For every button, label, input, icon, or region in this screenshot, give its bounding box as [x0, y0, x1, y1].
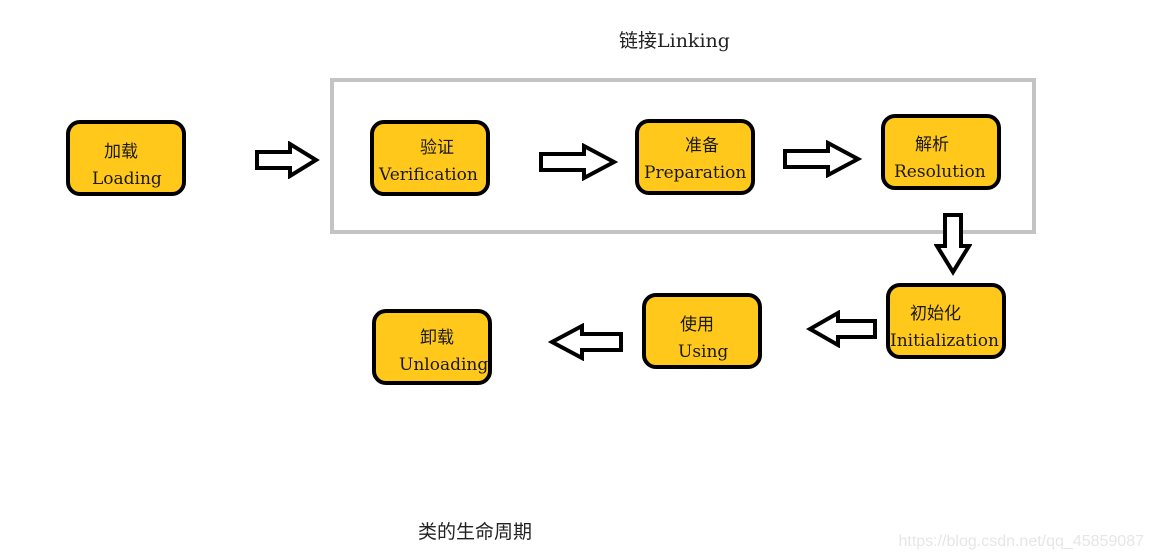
arrow-left-icon: [548, 323, 623, 361]
node-initialization: 初始化 Initialization: [886, 283, 1006, 359]
node-loading-en-label: Loading: [92, 169, 162, 189]
diagram-caption: 类的生命周期: [418, 521, 533, 543]
node-preparation-en-label: Preparation: [644, 163, 747, 183]
node-using-cn-label: 使用: [680, 315, 714, 335]
node-loading: 加载 Loading: [66, 120, 186, 196]
node-preparation: 准备 Preparation: [635, 119, 755, 195]
arrow-right-icon: [539, 143, 618, 181]
node-resolution: 解析 Resolution: [881, 114, 1001, 190]
node-using-en-label: Using: [678, 342, 729, 362]
linking-group-box: [330, 78, 1036, 234]
node-verification-en-label: Verification: [379, 165, 478, 185]
node-resolution-cn-label: 解析: [915, 135, 949, 155]
node-unloading-cn-label: 卸载: [420, 328, 454, 348]
watermark-text: https://blog.csdn.net/qq_45859087: [898, 533, 1144, 550]
arrow-down-icon: [934, 213, 972, 276]
arrow-right-icon: [255, 141, 320, 179]
node-verification-cn-label: 验证: [420, 138, 454, 158]
node-resolution-en-label: Resolution: [894, 162, 986, 182]
linking-group-title: 链接Linking: [619, 30, 730, 52]
node-initialization-en-label: Initialization: [890, 331, 999, 351]
node-unloading: 卸载 Unloading: [372, 309, 492, 385]
node-loading-cn-label: 加载: [104, 142, 138, 162]
node-verification: 验证 Verification: [370, 120, 490, 196]
node-preparation-cn-label: 准备: [685, 136, 719, 156]
node-using: 使用 Using: [642, 293, 762, 369]
arrow-left-icon: [806, 310, 877, 348]
node-initialization-cn-label: 初始化: [910, 304, 961, 324]
arrow-right-icon: [783, 140, 862, 178]
node-unloading-en-label: Unloading: [399, 355, 489, 375]
